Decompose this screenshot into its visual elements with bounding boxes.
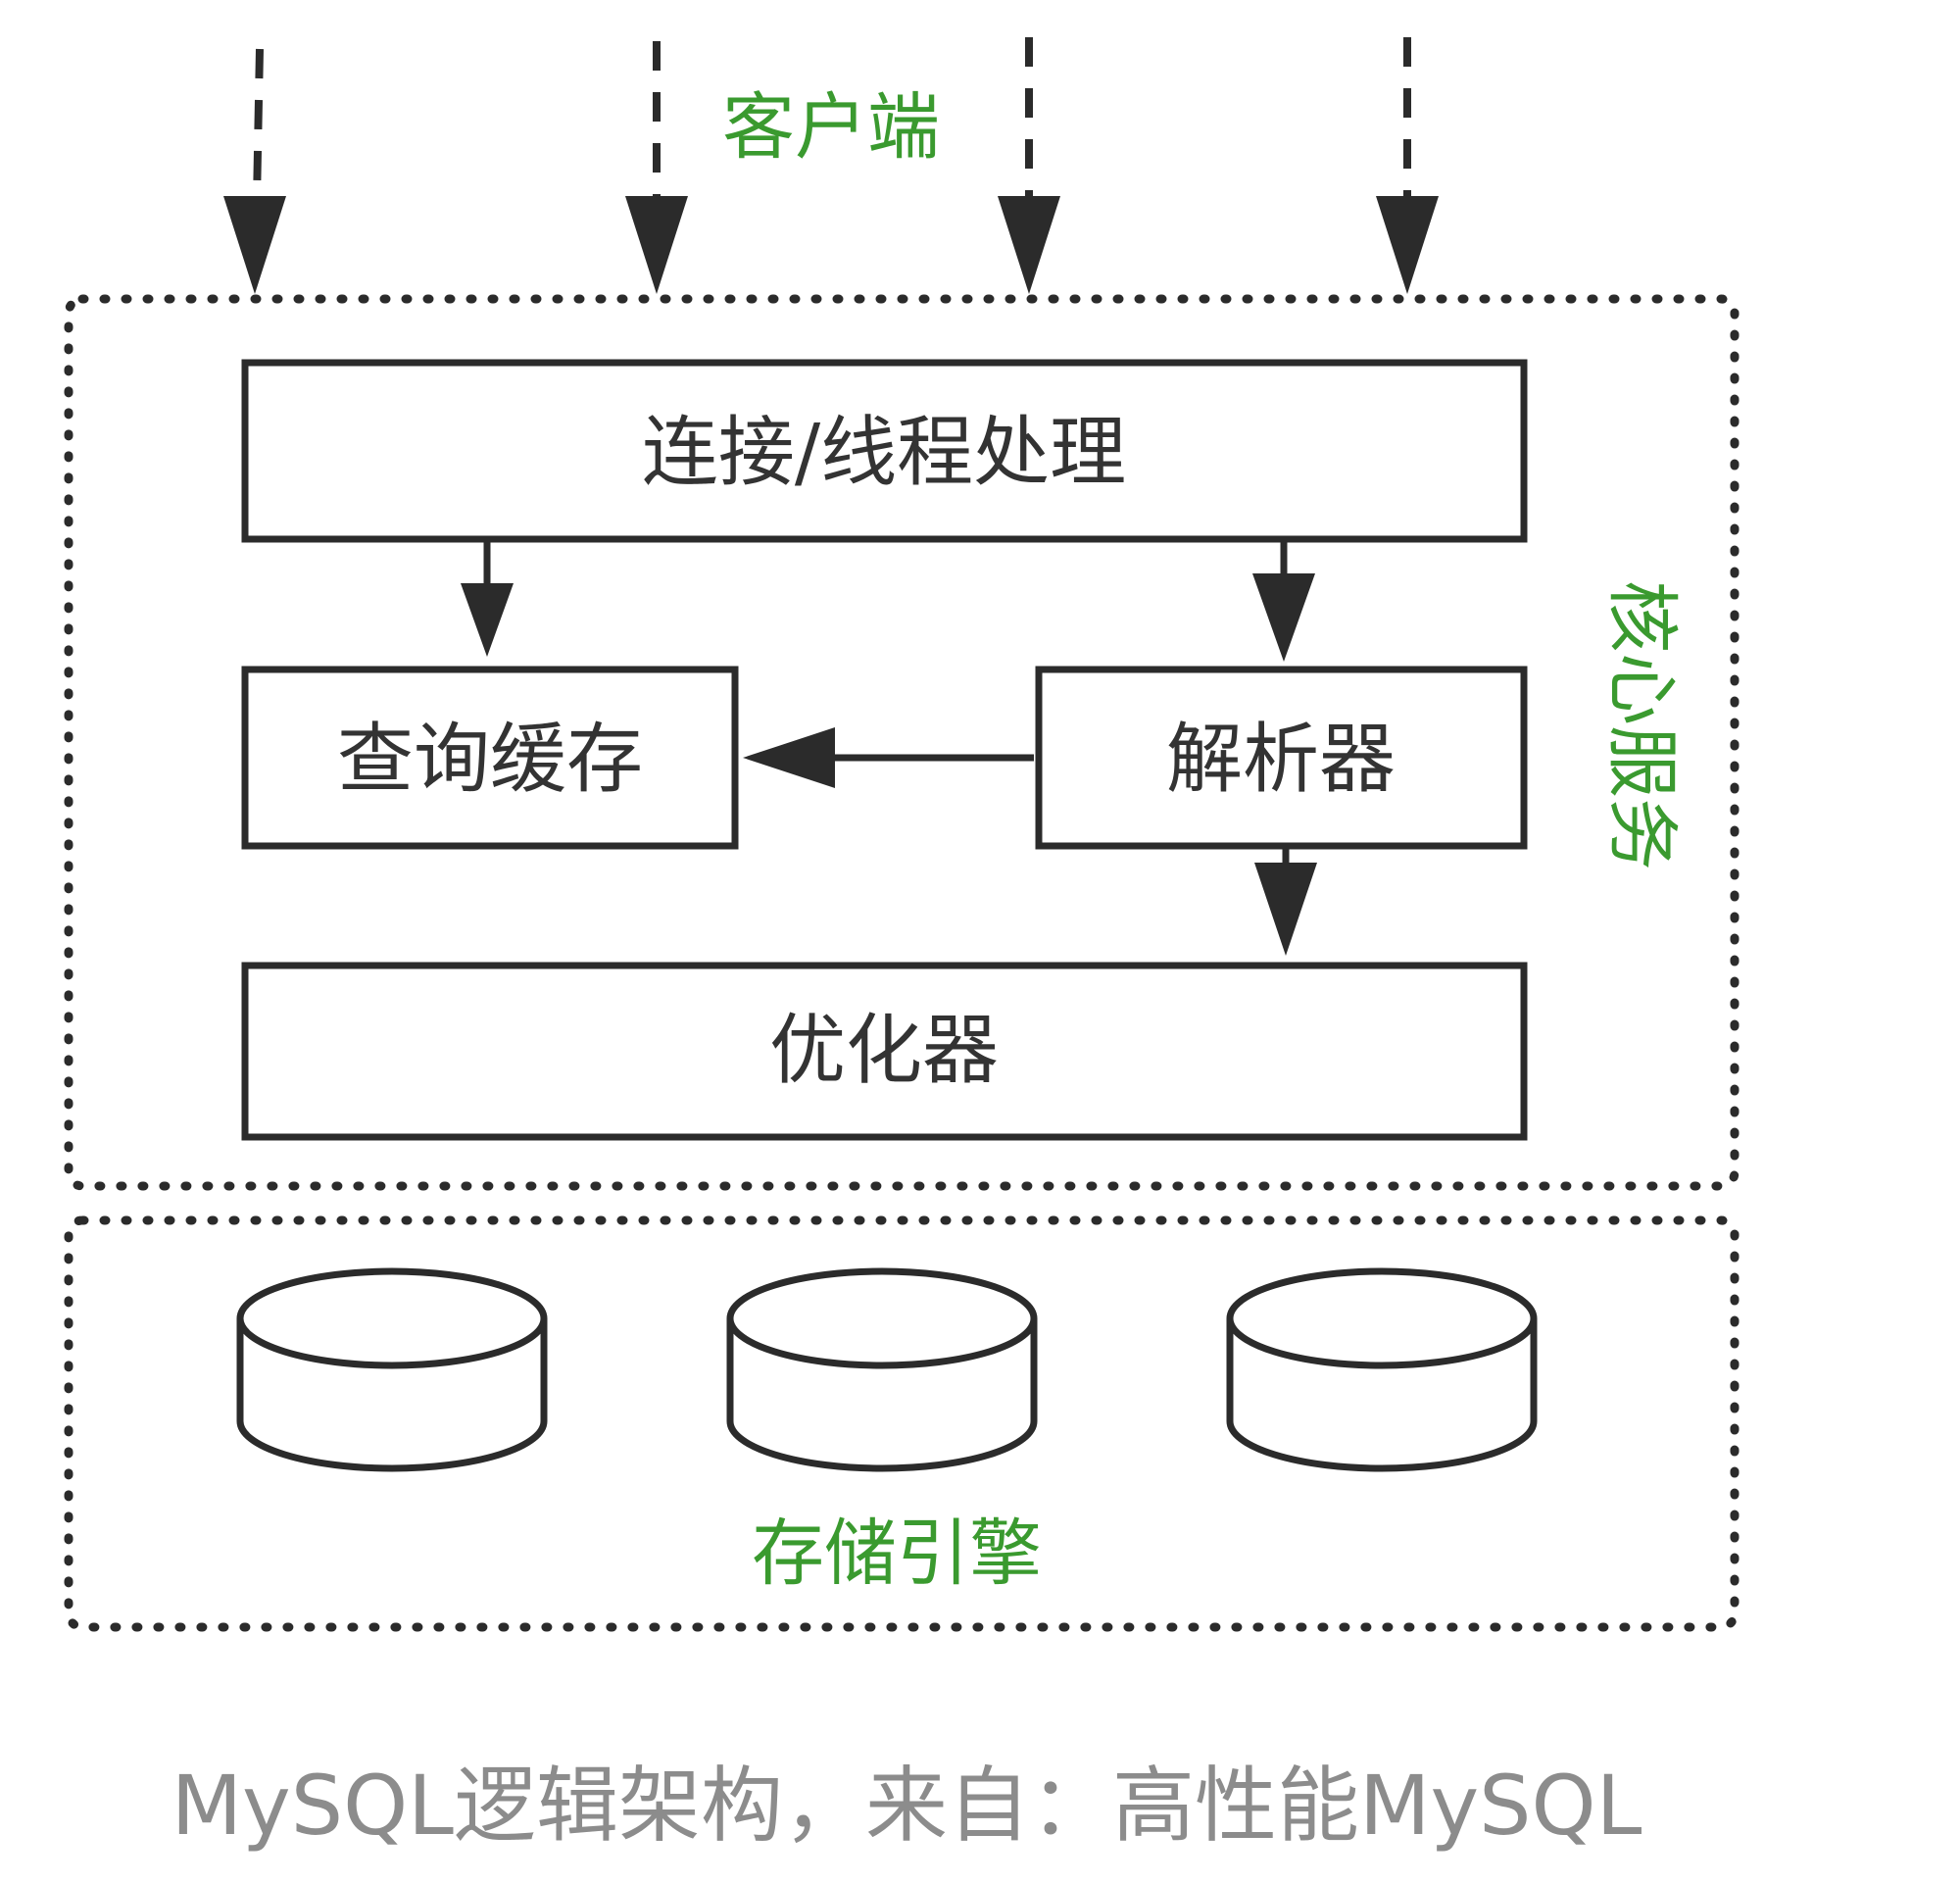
connection-handling-label: 连接/线程处理 [642,409,1126,497]
storage-engines-label: 存储引擎 [752,1511,1042,1596]
svg-text:核心服务: 核心服务 [1599,580,1684,870]
storage-engine-cylinder-1 [236,1267,548,1472]
storage-engine-cylinder-3 [1226,1267,1538,1472]
arrow-parser-to-optimizer [1254,848,1317,956]
client-arrow-2 [625,41,688,294]
storage-engine-cylinder-2 [726,1267,1038,1472]
client-arrow-4 [1376,37,1439,294]
connection-handling-box: 连接/线程处理 [241,359,1528,543]
core-services-label: 核心服务 [1599,580,1684,870]
query-cache-label: 查询缓存 [337,716,643,804]
optimizer-label: 优化器 [769,1007,999,1095]
arrow-connection-to-query-cache [461,541,514,657]
client-arrow-1 [223,48,286,294]
storage-engines-region [64,1215,1740,1632]
arrow-connection-to-parser [1252,541,1315,662]
parser-box: 解析器 [1035,666,1528,850]
client-arrow-3 [998,37,1060,294]
client-arrows [223,37,1439,294]
arrow-parser-to-query-cache [743,727,1034,788]
clients-label: 客户端 [722,85,940,170]
query-cache-box: 查询缓存 [241,666,739,850]
figure-caption: MySQL逻辑架构，来自：高性能MySQL [172,1758,1642,1854]
core-services-region [64,294,1740,1191]
optimizer-box: 优化器 [241,962,1528,1141]
parser-label: 解析器 [1166,716,1396,804]
